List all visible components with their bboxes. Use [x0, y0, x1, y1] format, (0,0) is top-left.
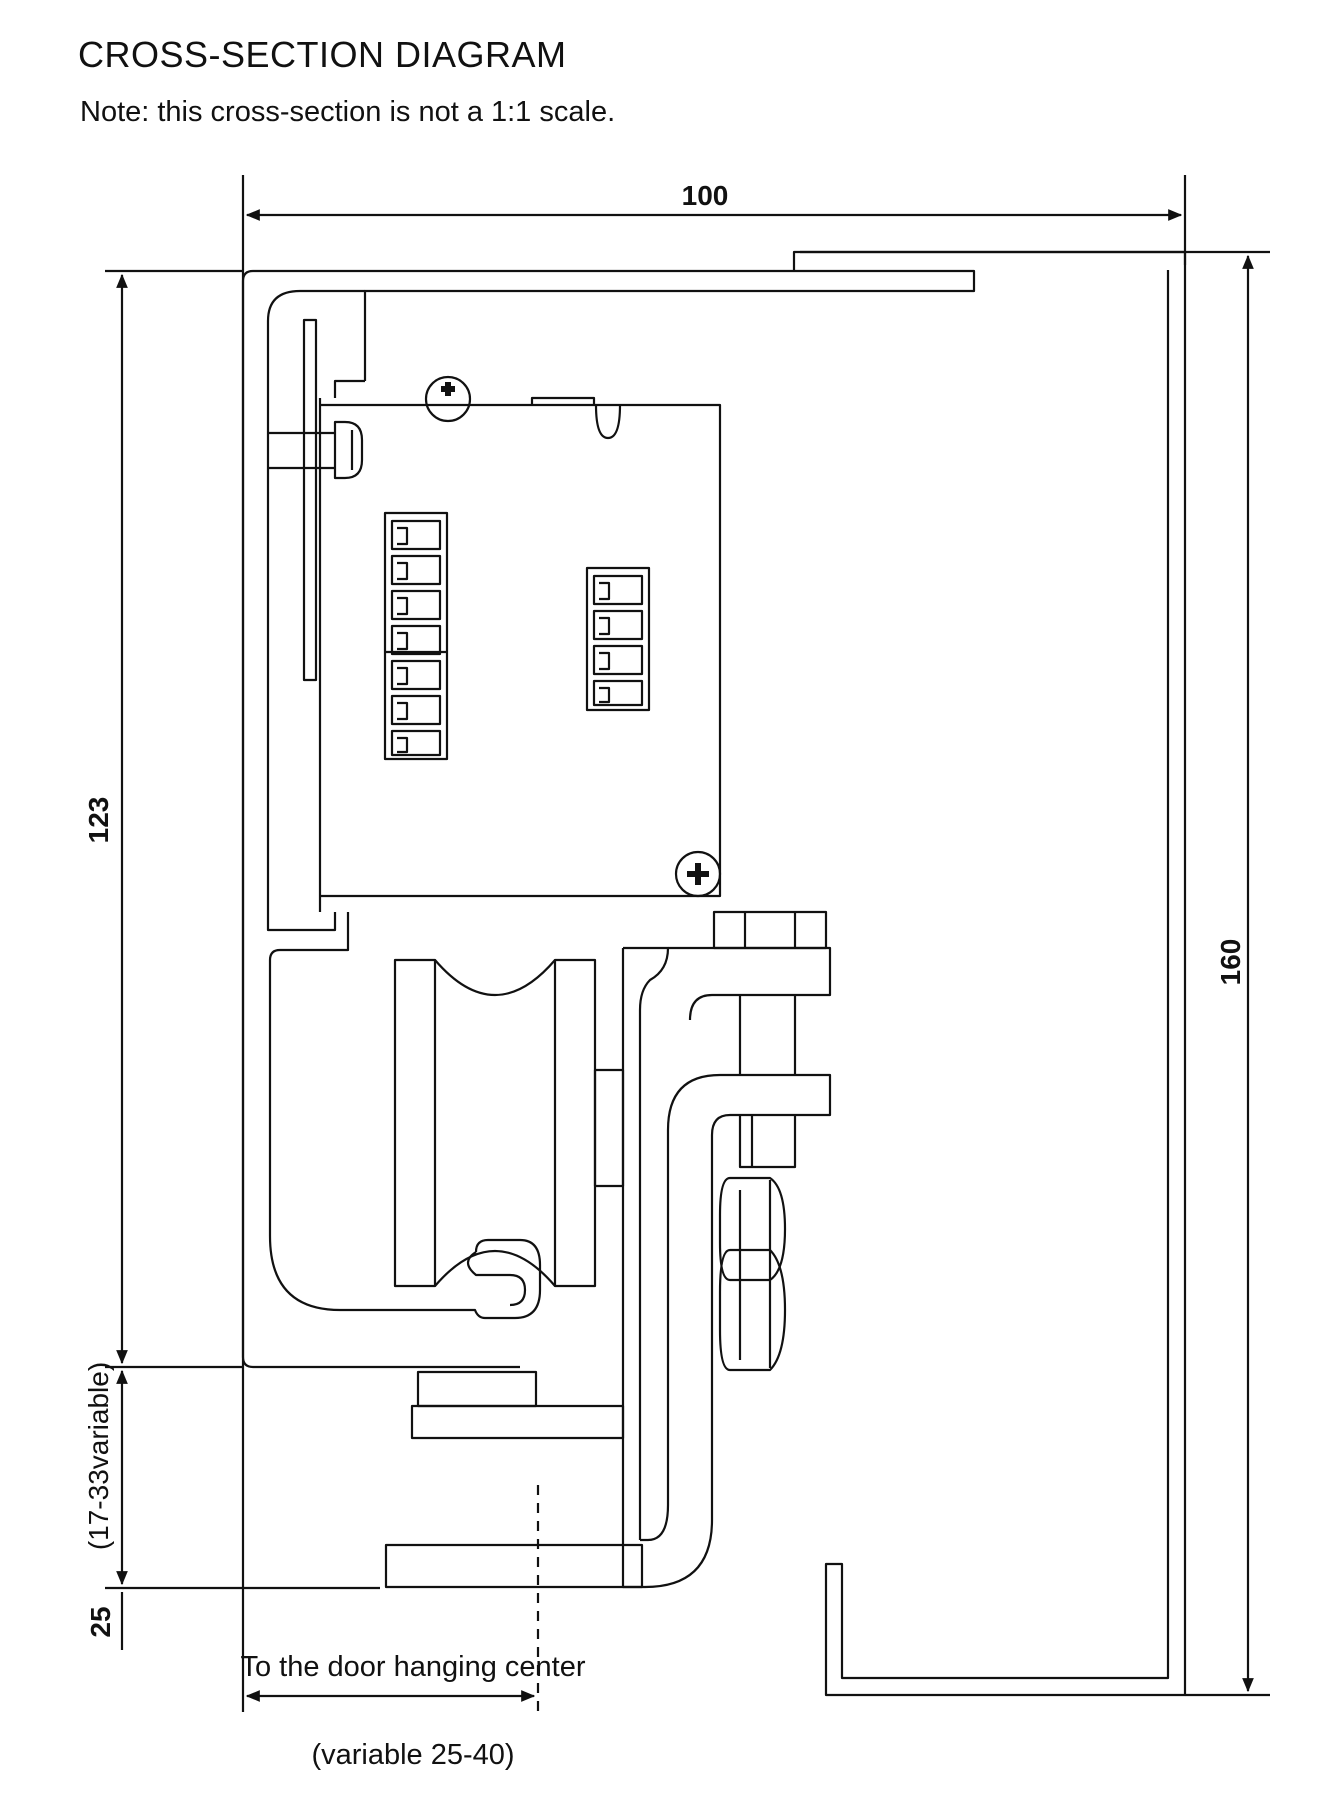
dim-height-right-label: 160: [1215, 939, 1246, 986]
dimension-lines: [116, 209, 1254, 1702]
page-title: CROSS-SECTION DIAGRAM: [78, 34, 567, 75]
terminal-block-left: [383, 511, 449, 761]
dim-variable-label: (17-33variable): [83, 1362, 114, 1550]
dim-bottom-offset-label: 25: [85, 1606, 116, 1637]
scale-note: Note: this cross-section is not a 1:1 sc…: [80, 96, 616, 128]
control-box: [320, 396, 722, 898]
dim-height-left-label: 123: [83, 797, 114, 844]
side-bolt: [268, 420, 364, 480]
vertical-bolt: [712, 910, 828, 1169]
top-screw: [424, 375, 472, 423]
bottom-screw: [674, 850, 722, 898]
door-center-range-label: (variable 25-40): [311, 1739, 514, 1771]
outer-cover: [792, 250, 1187, 1697]
hanger-plate-lower: [384, 1543, 644, 1589]
dim-width-label: 100: [682, 180, 729, 211]
roller-wheel: [393, 958, 625, 1288]
terminal-block-right: [585, 566, 651, 712]
housing-profile: [241, 269, 976, 1369]
door-center-label: To the door hanging center: [240, 1651, 585, 1683]
hanger-plate-upper: [410, 1370, 625, 1440]
hex-nuts: [718, 1176, 787, 1372]
l-bracket: [621, 946, 832, 1589]
roller-profile: [268, 912, 542, 1320]
mounting-plate: [302, 318, 322, 912]
